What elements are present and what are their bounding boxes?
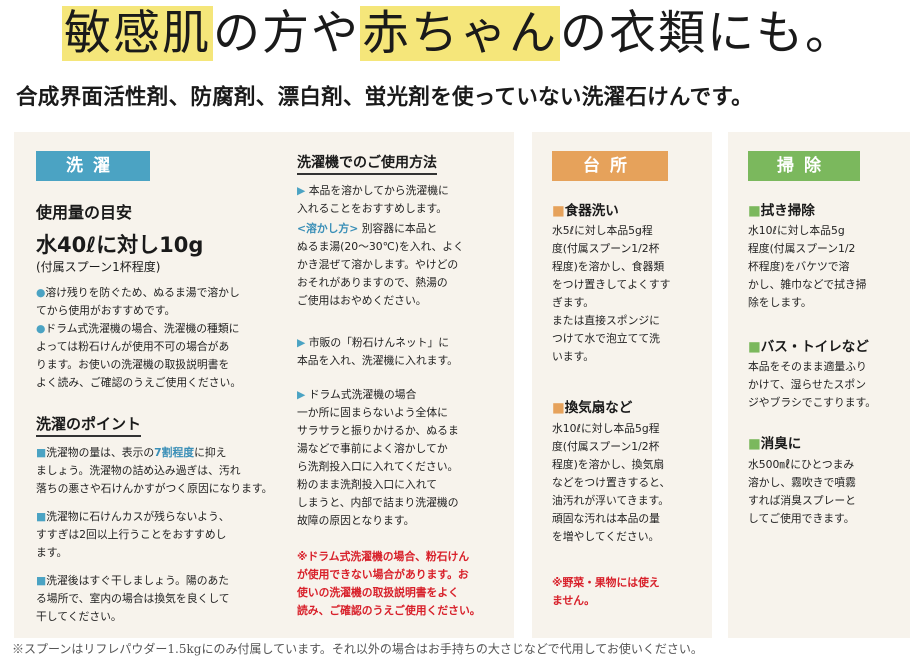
dosage-heading: 使用量の目安 <box>36 203 133 222</box>
point-2-text: 洗濯物に石けんカスが残らないよう、 すすぎは2回以上行うことをおすすめし ます。 <box>36 510 230 559</box>
dosage-note-2: ●ドラム式洗濯機の場合、洗濯機の種類に よっては粉石けんが使用不可の場合があ り… <box>36 320 286 392</box>
footer-note: ※スプーンはリフレパウダー1.5kgにのみ付属しています。それ以外の場合はお手持… <box>12 642 703 656</box>
dish-heading: ■食器洗い <box>552 199 619 219</box>
triangle-icon: ▶ <box>297 388 306 401</box>
laundry-panel <box>14 132 514 638</box>
triangle-icon: ▶ <box>297 336 306 349</box>
point-2: ■洗濯物に石けんカスが残らないよう、 すすぎは2回以上行うことをおすすめし ます… <box>36 508 286 562</box>
dish-heading-text: 食器洗い <box>564 203 619 219</box>
point-3: ■洗濯後はすぐ干しましょう。陽のあた る場所で、室内の場合は換気を良くして 干し… <box>36 572 286 626</box>
title-text-1: の方や <box>213 6 360 61</box>
dosage-note-2-bullet: ● <box>36 322 46 335</box>
machine-step-2-text: 市販の「粉石けんネット」に 本品を入れ、洗濯機に入れます。 <box>297 336 458 367</box>
bath-heading-text: バス・トイレなど <box>760 339 869 355</box>
point-2-bullet: ■ <box>36 510 47 523</box>
kitchen-tag: 台所 <box>552 151 668 181</box>
machine-step-3-text: 一か所に固まらないよう全体に サラサラと振りかけるか、ぬるま 湯などで事前によく… <box>297 406 459 527</box>
title-text-2: の衣類にも。 <box>560 6 854 61</box>
wipe-heading-text: 拭き掃除 <box>760 203 815 219</box>
points-heading: 洗濯のポイント <box>36 413 142 437</box>
fan-heading: ■換気扇など <box>552 396 632 416</box>
dosage-note-1-text: 溶け残りを防ぐため、ぬるま湯で溶かし てから使用がおすすめです。 <box>36 286 240 317</box>
point-1-text-a: 洗濯物の量は、表示の <box>46 446 155 459</box>
machine-step-1: ▶ 本品を溶かしてから洗濯機に 入れることをおすすめします。 <box>297 182 507 218</box>
machine-dissolve: <溶かし方> 別容器に本品と ぬるま湯(20〜30℃)を入れ、よく かき混ぜて溶… <box>297 220 507 310</box>
point-1-text-b: に抑え ましょう。洗濯物の詰め込み過ぎは、汚れ 落ちの悪さや石けんかすがつく原因… <box>36 446 273 495</box>
point-1-bullet: ■ <box>36 446 47 459</box>
point-3-text: 洗濯後はすぐ干しましょう。陽のあた る場所で、室内の場合は換気を良くして 干して… <box>36 574 230 623</box>
fan-bullet: ■ <box>552 400 565 416</box>
dosage-note-1: ●溶け残りを防ぐため、ぬるま湯で溶かし てから使用がおすすめです。 <box>36 284 286 320</box>
machine-heading-text: 洗濯機でのご使用方法 <box>297 155 437 175</box>
deo-heading-text: 消臭に <box>760 436 802 452</box>
machine-step-3-title: ▶ ドラム式洗濯機の場合 <box>297 386 507 404</box>
machine-heading: 洗濯機でのご使用方法 <box>297 152 437 175</box>
point-1-highlight: 7割程度 <box>154 446 195 459</box>
wipe-bullet: ■ <box>748 203 761 219</box>
wipe-heading: ■拭き掃除 <box>748 199 815 219</box>
dissolve-label: <溶かし方> <box>297 222 359 235</box>
dosage-sub: (付属スプーン1杯程度) <box>36 260 161 274</box>
cleaning-panel <box>728 132 910 638</box>
point-1: ■洗濯物の量は、表示の7割程度に抑え ましょう。洗濯物の詰め込み過ぎは、汚れ 落… <box>36 444 286 498</box>
cleaning-tag: 掃除 <box>748 151 860 181</box>
wipe-text: 水10ℓに対し本品5g 程度(付属スプーン1/2 杯程度)をバケツで溶 かし、雑… <box>748 224 867 309</box>
dosage-main: 水40ℓに対し10g <box>36 233 204 257</box>
title-highlight-sensitive-skin: 敏感肌 <box>62 6 213 61</box>
machine-warning: ※ドラム式洗濯機の場合、粉石けん が使用できない場合があります。お 使いの洗濯機… <box>297 550 481 617</box>
points-heading-text: 洗濯のポイント <box>36 415 142 437</box>
triangle-icon: ▶ <box>297 184 306 197</box>
dish-text: 水5ℓに対し本品5g程 度(付属スプーン1/2杯 程度)を溶かし、食器類 をつけ… <box>552 224 671 363</box>
machine-step-2: ▶ 市販の「粉石けんネット」に 本品を入れ、洗濯機に入れます。 <box>297 334 507 370</box>
deo-text: 水500㎖にひとつまみ 溶かし、霧吹きで噴霧 すれば消臭スプレーと してご使用で… <box>748 458 856 525</box>
bath-text: 本品をそのまま適量ふり かけて、湿らせたスポン ジやブラシでこすります。 <box>748 360 877 409</box>
dish-bullet: ■ <box>552 203 565 219</box>
bath-heading: ■バス・トイレなど <box>748 335 869 355</box>
dosage-note-1-bullet: ● <box>36 286 46 299</box>
title-highlight-baby: 赤ちゃん <box>360 6 560 61</box>
point-3-bullet: ■ <box>36 574 47 587</box>
deo-bullet: ■ <box>748 436 761 452</box>
machine-step-3-title-text: ドラム式洗濯機の場合 <box>308 388 417 401</box>
kitchen-panel <box>532 132 712 638</box>
fan-text: 水10ℓに対し本品5g程 度(付属スプーン1/2杯 程度)を溶かし、換気扇 など… <box>552 422 671 543</box>
bath-bullet: ■ <box>748 339 761 355</box>
machine-step-1-text: 本品を溶かしてから洗濯機に 入れることをおすすめします。 <box>297 184 449 215</box>
deo-heading: ■消臭に <box>748 432 801 452</box>
main-title: 敏感肌の方や赤ちゃんの衣類にも。 <box>62 4 854 64</box>
kitchen-warning: ※野菜・果物には使え ません。 <box>552 576 660 607</box>
laundry-tag: 洗濯 <box>36 151 150 181</box>
dosage-note-2-text: ドラム式洗濯機の場合、洗濯機の種類に よっては粉石けんが使用不可の場合があ りま… <box>36 322 242 389</box>
fan-heading-text: 換気扇など <box>564 400 633 416</box>
subtitle: 合成界面活性剤、防腐剤、漂白剤、蛍光剤を使っていない洗濯石けんです。 <box>16 85 753 110</box>
dissolve-text: 別容器に本品と ぬるま湯(20〜30℃)を入れ、よく かき混ぜて溶かします。やけ… <box>297 222 464 307</box>
